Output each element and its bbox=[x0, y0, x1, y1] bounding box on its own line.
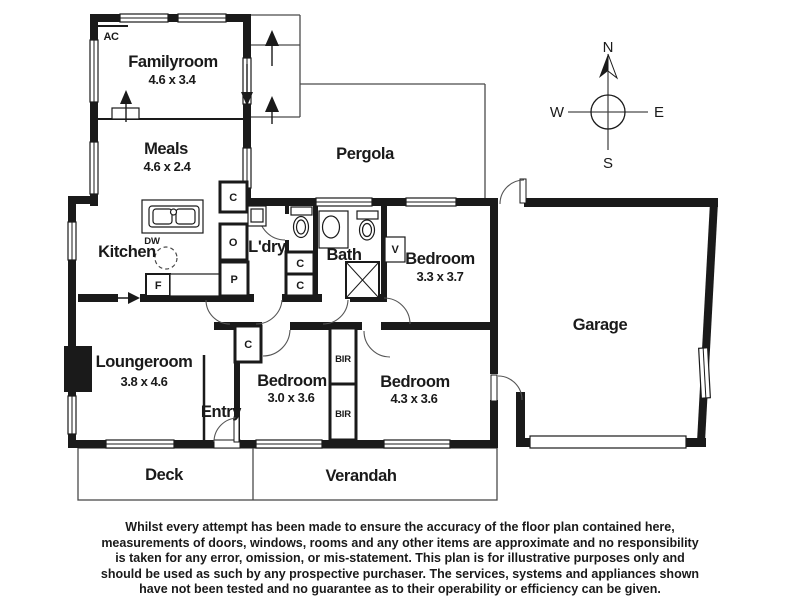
laundry-trough bbox=[247, 205, 267, 227]
garage-door bbox=[529, 435, 687, 449]
label-entry: Entry bbox=[201, 403, 242, 421]
label-kitchen: Kitchen bbox=[98, 243, 156, 261]
window bbox=[255, 439, 323, 449]
dims-bedroom2: 3.0 x 3.6 bbox=[268, 390, 315, 405]
label-pantry: P bbox=[231, 274, 238, 286]
compass-s: S bbox=[603, 155, 613, 172]
fixture-labels: AC DW F O P C C C C V BIR BIR bbox=[103, 31, 399, 420]
window bbox=[67, 221, 77, 261]
kitchen-table bbox=[154, 246, 178, 270]
label-familyroom: Familyroom bbox=[128, 53, 218, 71]
fixtures bbox=[64, 25, 687, 449]
label-cupboard-bed2: C bbox=[244, 339, 252, 351]
label-bath: Bath bbox=[326, 246, 361, 264]
steps-area bbox=[251, 14, 301, 118]
window bbox=[89, 39, 99, 103]
label-meals: Meals bbox=[144, 140, 188, 158]
front-door bbox=[213, 416, 241, 449]
label-robe1: BIR bbox=[335, 354, 351, 365]
cupboard-box-bed2 bbox=[233, 324, 263, 364]
window bbox=[105, 439, 175, 449]
label-deck: Deck bbox=[145, 466, 184, 484]
wc-toilet bbox=[290, 206, 313, 239]
lounge-hall-door bbox=[205, 299, 231, 325]
cupboard-box-wc2 bbox=[284, 272, 316, 298]
vanity-box bbox=[384, 236, 406, 263]
dims-familyroom: 4.6 x 3.4 bbox=[149, 72, 197, 87]
label-bedroom1: Bedroom bbox=[405, 250, 475, 268]
north-arrow-light bbox=[607, 53, 619, 80]
robe-box-2 bbox=[328, 382, 358, 442]
compass-n: N bbox=[603, 39, 614, 56]
pergola-garage-door bbox=[499, 178, 527, 205]
window bbox=[67, 395, 77, 435]
pergola-outline bbox=[300, 83, 486, 199]
rear-door bbox=[490, 374, 523, 402]
label-robe2: BIR bbox=[335, 409, 351, 420]
disclaimer-text: Whilst every attempt has been made to en… bbox=[100, 520, 700, 596]
label-pergola: Pergola bbox=[336, 145, 395, 163]
label-garage: Garage bbox=[573, 316, 628, 334]
bath-basin bbox=[318, 210, 349, 249]
bath-door bbox=[322, 299, 349, 325]
window bbox=[177, 13, 227, 23]
garage-window bbox=[698, 347, 711, 399]
window bbox=[315, 197, 373, 207]
label-verandah: Verandah bbox=[325, 467, 396, 485]
window bbox=[119, 13, 169, 23]
compass-e: E bbox=[654, 104, 664, 121]
label-fridge: F bbox=[155, 280, 162, 292]
label-ac: AC bbox=[103, 31, 119, 43]
doors bbox=[205, 178, 527, 449]
window bbox=[383, 439, 451, 449]
compass-w: W bbox=[550, 104, 565, 121]
kitchen-island bbox=[141, 199, 204, 234]
fireplace bbox=[64, 346, 92, 392]
laundry-door bbox=[255, 299, 283, 325]
bedroom2-door bbox=[262, 329, 291, 357]
window bbox=[405, 197, 457, 207]
bedroom3-door bbox=[363, 330, 391, 358]
label-cupboard-kitchen: C bbox=[229, 192, 237, 204]
label-cupboard-wc2: C bbox=[296, 280, 304, 292]
cupboard-box-kitchen bbox=[218, 180, 249, 214]
deck-verandah-outline bbox=[77, 447, 498, 501]
dims-bedroom3: 4.3 x 3.6 bbox=[391, 391, 438, 406]
label-vanity: V bbox=[392, 244, 400, 256]
dims-meals: 4.6 x 2.4 bbox=[144, 159, 192, 174]
label-bedroom2: Bedroom bbox=[257, 372, 327, 390]
label-laundry: L'dry bbox=[248, 238, 287, 256]
label-dw: DW bbox=[144, 236, 160, 247]
dims-bedroom1: 3.3 x 3.7 bbox=[417, 269, 464, 284]
shower bbox=[345, 261, 380, 299]
north-arrow-dark bbox=[599, 54, 608, 78]
bath-toilet bbox=[356, 210, 379, 241]
bedroom1-door bbox=[383, 297, 411, 325]
step-arrows bbox=[110, 30, 279, 304]
compass-rose: N S W E bbox=[550, 39, 664, 172]
window bbox=[89, 141, 99, 195]
label-bedroom3: Bedroom bbox=[380, 373, 450, 391]
dims-loungeroom: 3.8 x 4.6 bbox=[121, 374, 168, 389]
oven-box bbox=[218, 222, 249, 262]
label-cupboard-wc1: C bbox=[296, 258, 304, 270]
pantry-box bbox=[218, 260, 250, 298]
kitchen-bench bbox=[169, 273, 221, 297]
label-loungeroom: Loungeroom bbox=[96, 353, 193, 371]
label-oven: O bbox=[229, 237, 238, 249]
room-labels: Familyroom 4.6 x 3.4 Meals 4.6 x 2.4 Kit… bbox=[96, 53, 628, 485]
